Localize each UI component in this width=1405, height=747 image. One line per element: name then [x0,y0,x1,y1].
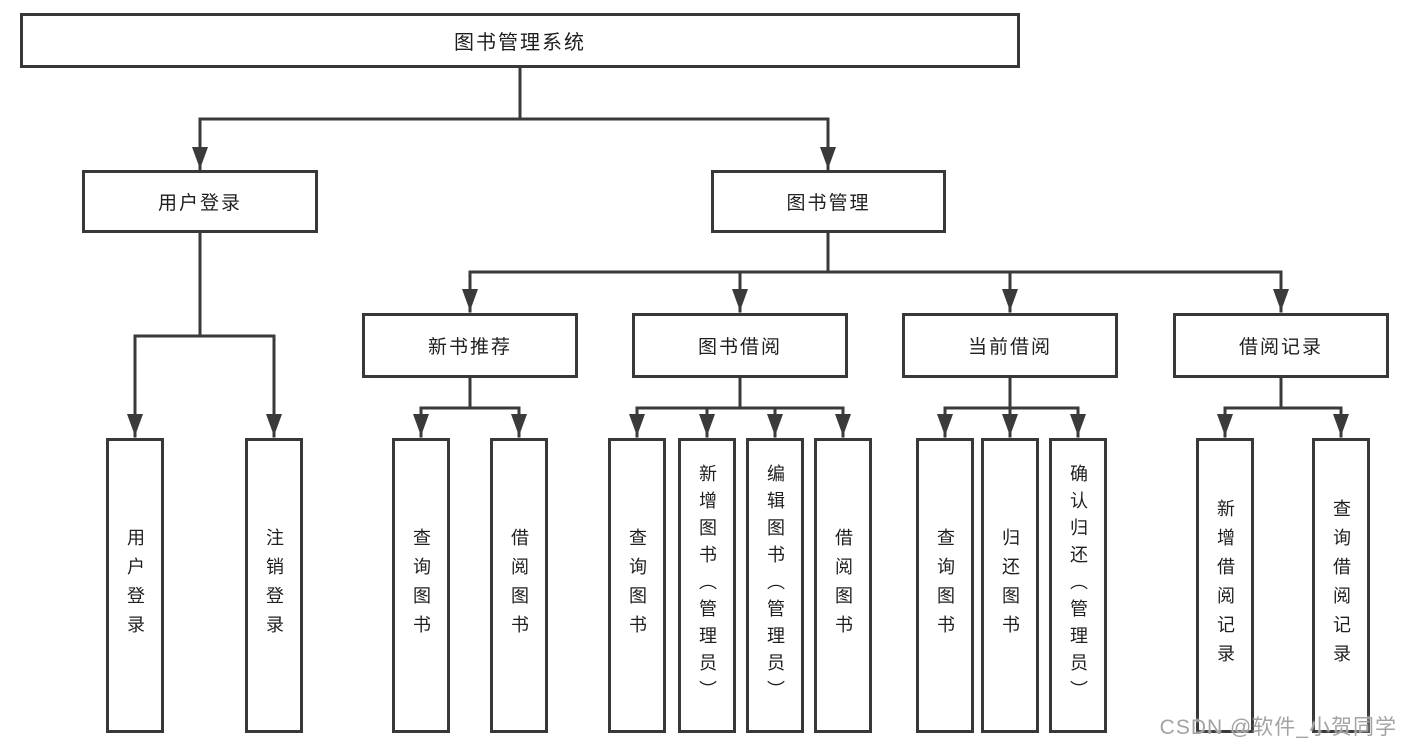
node-label: 用户登录 [125,527,145,644]
node-borrowing-records: 借阅记录 [1173,313,1389,378]
node-label: 查询图书 [935,527,955,644]
node-label: 图书管理 [786,193,871,214]
node-book-borrowing: 图书借阅 [632,313,848,378]
node-book-management: 图书管理 [711,170,946,233]
node-label: 图书借阅 [697,337,782,358]
node-label: 借阅记录 [1238,337,1323,358]
node-current-borrowing: 当前借阅 [902,313,1118,378]
leaf-edit-books-admin: 编辑图书（管理员） [746,438,804,733]
leaf-query-borrow-record: 查询借阅记录 [1312,438,1370,733]
node-label: 查询图书 [411,527,431,644]
leaf-confirm-return-admin: 确认归还（管理员） [1049,438,1107,733]
leaf-logout: 注销登录 [245,438,303,733]
node-label: 新增借阅记录 [1215,498,1235,673]
node-label: 借阅图书 [833,527,853,644]
leaf-return-books: 归还图书 [981,438,1039,733]
leaf-query-books-recommend: 查询图书 [392,438,450,733]
leaf-add-books-admin: 新增图书（管理员） [678,438,736,733]
node-label: 查询借阅记录 [1331,498,1351,673]
leaf-query-books-borrowing: 查询图书 [608,438,666,733]
node-label: 新书推荐 [427,337,512,358]
node-new-book-recommendation: 新书推荐 [362,313,578,378]
leaf-borrow-books-recommend: 借阅图书 [490,438,548,733]
node-label: 图书管理系统 [454,32,586,54]
leaf-borrow-books-borrowing: 借阅图书 [814,438,872,733]
node-library-management-system: 图书管理系统 [20,13,1020,68]
node-label: 当前借阅 [967,337,1052,358]
node-label: 借阅图书 [509,527,529,644]
csdn-watermark: CSDN @软件_小贺同学 [1159,716,1397,739]
leaf-query-books-current: 查询图书 [916,438,974,733]
node-label: 注销登录 [264,527,284,644]
node-label: 归还图书 [1000,527,1020,644]
leaf-user-login: 用户登录 [106,438,164,733]
node-label: 新增图书（管理员） [697,464,717,707]
node-label: 确认归还（管理员） [1068,464,1088,707]
node-label: 查询图书 [627,527,647,644]
leaf-add-borrow-record: 新增借阅记录 [1196,438,1254,733]
node-label: 用户登录 [157,193,242,214]
node-label: 编辑图书（管理员） [765,464,785,707]
node-user-login: 用户登录 [82,170,318,233]
